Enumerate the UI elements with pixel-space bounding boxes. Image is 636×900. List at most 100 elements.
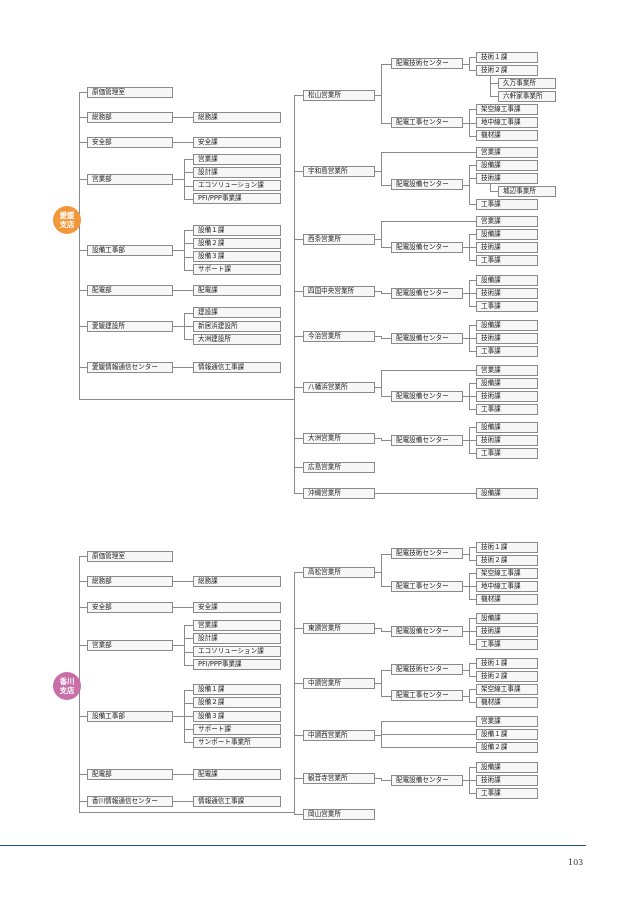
connector-line (381, 338, 391, 340)
department-box: 営業部 (87, 639, 173, 651)
unit-box: 技術課 (476, 172, 538, 184)
connector-line (294, 778, 303, 779)
connector-line (469, 663, 476, 664)
connector-line (469, 663, 470, 678)
center-box: 配電技術センター (391, 58, 463, 70)
connector-line (184, 664, 193, 666)
connector-line (184, 367, 193, 368)
connector-line (381, 63, 391, 65)
unit-box: 工事課 (476, 198, 538, 210)
connector-line (294, 239, 303, 240)
unit-box: 架空線工事課 (476, 567, 538, 579)
connector-line (463, 122, 469, 124)
section-box: 新居浜建設所 (193, 320, 281, 332)
center-box: 配電工事センター (391, 117, 463, 128)
section-box: 設備２課 (193, 697, 281, 709)
office-box: 高松営業所 (303, 566, 375, 578)
section-box: エコソリューション課 (193, 646, 281, 658)
unit-box: 設備課 (476, 274, 538, 286)
department-box: 営業部 (87, 173, 173, 185)
connector-line (463, 293, 469, 295)
unit-box: 工事課 (476, 300, 538, 312)
connector-line (469, 109, 476, 111)
department-box: 配電部 (87, 284, 173, 296)
connector-line (469, 396, 476, 398)
unit-box: 地中線工事課 (476, 117, 538, 128)
unit-box: 工事課 (476, 403, 538, 415)
connector-line (463, 669, 469, 671)
connector-line (463, 586, 469, 588)
connector-line (184, 185, 193, 187)
unit-box: 営業課 (476, 364, 538, 376)
center-box: 配電工事センター (391, 580, 463, 592)
connector-line (469, 586, 476, 588)
connector-line (79, 812, 294, 813)
connector-line (463, 440, 469, 442)
connector-line (184, 269, 193, 271)
connector-line (469, 204, 476, 206)
connector-line (469, 247, 476, 249)
connector-line (294, 291, 303, 292)
connector-line (294, 572, 295, 815)
office-box: 松山営業所 (303, 89, 375, 101)
connector-line (463, 396, 469, 398)
connector-line (173, 290, 184, 291)
department-box: 配電部 (87, 768, 173, 780)
unit-box: 技術１課 (476, 541, 538, 553)
connector-line (469, 306, 476, 308)
unit-box: 設備１課 (476, 728, 538, 740)
unit-box: 営業課 (476, 146, 538, 158)
ehime-branch-badge: 愛媛 支店 (53, 206, 81, 234)
office-box: 今治営業所 (303, 330, 375, 342)
connector-line (490, 183, 491, 193)
section-box: 営業課 (193, 619, 281, 631)
connector-line (184, 638, 193, 640)
connector-line (173, 179, 184, 180)
connector-line (469, 440, 476, 442)
unit-box: 技術１課 (476, 51, 538, 63)
connector-line (469, 122, 476, 124)
connector-line (173, 250, 184, 251)
connector-line (469, 178, 476, 180)
connector-line (375, 291, 381, 292)
connector-line (490, 83, 498, 85)
connector-line (381, 553, 382, 588)
connector-line (184, 256, 193, 258)
unit-box: 技術課 (476, 774, 538, 786)
unit-box: 機材課 (476, 130, 538, 142)
connector-line (469, 57, 476, 58)
section-box: PFI/PPP事業課 (193, 193, 281, 205)
department-box: 総務部 (87, 575, 173, 587)
connector-line (469, 280, 476, 281)
unit-box: 設備課 (476, 612, 538, 624)
unit-box: 工事課 (476, 254, 538, 266)
connector-line (381, 669, 391, 671)
connector-line (381, 493, 476, 494)
connector-line (469, 599, 476, 601)
connector-line (469, 70, 476, 72)
section-box: 配電課 (193, 284, 281, 296)
connector-line (469, 427, 476, 428)
sub-office-box: 六軒家事業所 (498, 90, 556, 102)
connector-line (184, 142, 193, 143)
connector-line (184, 230, 185, 271)
department-box: 安全部 (87, 136, 173, 148)
sub-office-box: 城辺事業所 (498, 185, 556, 197)
unit-box: 設備課 (476, 228, 538, 240)
connector-line (375, 387, 381, 388)
connector-line (469, 338, 476, 340)
section-box: 大洲建設所 (193, 333, 281, 345)
connector-line (375, 171, 381, 172)
connector-line (375, 336, 381, 337)
connector-line (184, 801, 193, 802)
connector-line (294, 467, 303, 468)
connector-line (463, 553, 469, 555)
office-box: 八幡浜営業所 (303, 381, 375, 393)
connector-line (375, 778, 381, 779)
section-box: 情報通信工事課 (193, 361, 281, 373)
connector-line (381, 440, 391, 442)
connector-line (79, 117, 87, 118)
connector-line (469, 702, 476, 704)
section-box: エコソリューション課 (193, 180, 281, 192)
connector-line (79, 645, 87, 646)
